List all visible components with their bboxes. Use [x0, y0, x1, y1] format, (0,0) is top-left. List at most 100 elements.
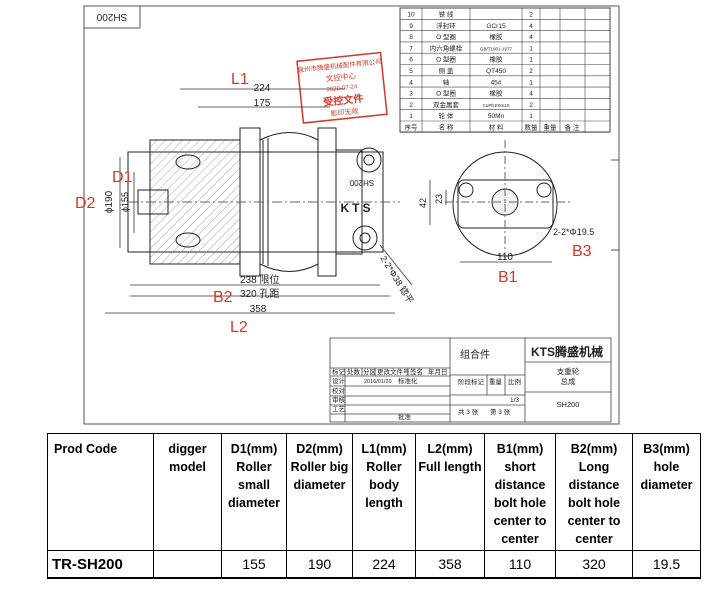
- bom-cell: O 型圈: [436, 32, 456, 41]
- bom-cell: 侧 盖: [439, 66, 454, 75]
- bom-cell: 50Mn: [488, 113, 505, 120]
- dim-320: 320 孔距: [240, 288, 279, 300]
- bom-cell: 6: [409, 57, 413, 64]
- col-digger-model: digger model: [153, 433, 222, 551]
- label-l2: L2: [230, 319, 248, 336]
- roller-side-view: [429, 140, 570, 263]
- label-b3: B3: [572, 243, 592, 260]
- col-l2: L2(mm) Full length: [415, 433, 485, 551]
- roller-section-view: [127, 127, 400, 277]
- dim-side-hole: 2-2*Φ19.5: [553, 227, 594, 237]
- bom-cell: 2: [409, 102, 413, 109]
- bom-cell: 名 称: [439, 123, 454, 132]
- bom-cell: QT450: [486, 68, 506, 75]
- control-stamp: 泉州市腾盛机械配件有限公司 文控中心 2020-07-24 受控文件 影印无效: [296, 51, 388, 124]
- dim-d2: ϕ190: [104, 190, 115, 213]
- bom-cell: 2: [529, 102, 533, 109]
- bom-cell: 轴: [443, 77, 450, 86]
- bom-cell: 备 注: [565, 123, 580, 132]
- title-block-text: 组合件 KTS腾盛机械 支重轮 总成 SH200 标记 处数 分区 更改文件号 …: [332, 344, 603, 421]
- bom-cell: 2: [529, 68, 533, 75]
- bom-cell: 10: [407, 12, 415, 19]
- bom-cell: 45#: [491, 79, 502, 86]
- tb-design-date: 2016/01/20: [364, 379, 392, 385]
- tb-company: KTS腾盛机械: [531, 344, 603, 359]
- label-l1: L1: [231, 71, 249, 88]
- tb-weight: 重量: [489, 378, 503, 386]
- col-b1: B1(mm) short distance bolt hole center t…: [484, 433, 556, 551]
- tb-approve: 批准: [398, 412, 412, 421]
- dim-23: 23: [434, 194, 444, 204]
- cell-digger-model: [153, 550, 222, 579]
- dim-l1b: 175: [254, 98, 271, 109]
- cell-b1: 110: [484, 550, 556, 579]
- stamp-border: [296, 51, 388, 124]
- tb-row-label-5: 年月日: [428, 367, 448, 376]
- bom-cell: 铁 线: [439, 10, 454, 19]
- dim-42: 42: [418, 198, 428, 208]
- spec-table: Prod Code digger model D1(mm) Roller sma…: [47, 433, 701, 579]
- bom-cell: 1: [529, 45, 533, 52]
- bolt-boss-top: [356, 147, 382, 173]
- cell-prod-code: TR-SH200: [47, 550, 154, 579]
- stamp-line5: 影印无效: [330, 106, 359, 118]
- col-b3: B3(mm) hole diameter: [632, 433, 701, 551]
- bom-cell: 7: [409, 45, 413, 52]
- label-d2: D2: [75, 195, 96, 212]
- label-b1: B1: [498, 269, 518, 286]
- bom-cell: 重量: [544, 124, 558, 132]
- tb-scale: 比例: [508, 377, 521, 386]
- title-block: [329, 337, 612, 423]
- tb-stage: 阶段标记: [458, 377, 485, 386]
- dim-238: 238 限位: [240, 273, 279, 286]
- dim-l1: 224: [254, 83, 271, 94]
- col-d1: D1(mm) Roller small diameter: [221, 433, 287, 551]
- tb-assembly: 组合件: [460, 348, 490, 361]
- bom-cell: 8: [409, 34, 413, 41]
- bom-cell: 序号: [405, 123, 419, 132]
- bom-cell: 1: [529, 113, 533, 120]
- bom-cell: 1: [529, 79, 533, 86]
- cell-l1: 224: [352, 550, 416, 579]
- bom-cell: CuPb10Sn10: [483, 103, 510, 108]
- tb-standard: 标准化: [398, 376, 418, 385]
- seal-bottom: [175, 232, 201, 248]
- bom-cell: 材 料: [489, 123, 504, 132]
- drawing-frame: [83, 5, 620, 425]
- dim-d2-value: 190: [104, 190, 115, 207]
- stamp-line4: 受控文件: [323, 92, 364, 109]
- dim-hole-angle: 2-2*Φ38 锪平: [378, 253, 416, 305]
- body-kts: KTS: [341, 201, 374, 215]
- tb-row-label-1: 处数: [347, 367, 361, 376]
- shaft-plug: [137, 189, 169, 215]
- stamp-line1: 泉州市腾盛机械配件有限公司: [297, 57, 382, 75]
- tb-review: 审核: [332, 395, 346, 404]
- bom-cell: 浮封环: [436, 21, 456, 30]
- tb-part-no: SH200: [557, 400, 580, 409]
- col-d2: D2(mm) Roller big diameter: [286, 433, 353, 551]
- bom-cell: 2: [529, 12, 533, 19]
- tb-scale-val: 1/3: [510, 397, 519, 404]
- bom-cell: 内六角螺栓: [430, 43, 463, 52]
- bom-cell: 3: [409, 91, 413, 98]
- seal-top: [175, 154, 201, 170]
- bom-cell: O 型圈: [436, 55, 456, 64]
- bom-cell: O 型圈: [436, 89, 456, 98]
- tb-sheet-no: 第 3 张: [490, 407, 511, 416]
- bom-cell: 轮 体: [439, 111, 454, 120]
- spec-header-row: Prod Code digger model D1(mm) Roller sma…: [47, 433, 701, 551]
- col-prod-code: Prod Code: [47, 433, 154, 551]
- tb-part-name: 支重轮: [557, 366, 580, 376]
- label-d1: D1: [112, 169, 133, 186]
- dim-d1-value: 155: [120, 192, 130, 207]
- bom-cell: 4: [529, 23, 533, 30]
- bom-cell: 双金属套: [433, 100, 460, 109]
- bom-cell: 橡胶: [490, 89, 504, 98]
- bom-cell: 橡胶: [490, 55, 504, 64]
- dimension-lines: [105, 88, 413, 314]
- tb-row-label-2: 分区: [363, 367, 377, 376]
- cell-b2: 320: [555, 550, 633, 579]
- cell-d2: 190: [286, 550, 353, 579]
- tb-row-label-3: 更改文件号: [377, 367, 410, 376]
